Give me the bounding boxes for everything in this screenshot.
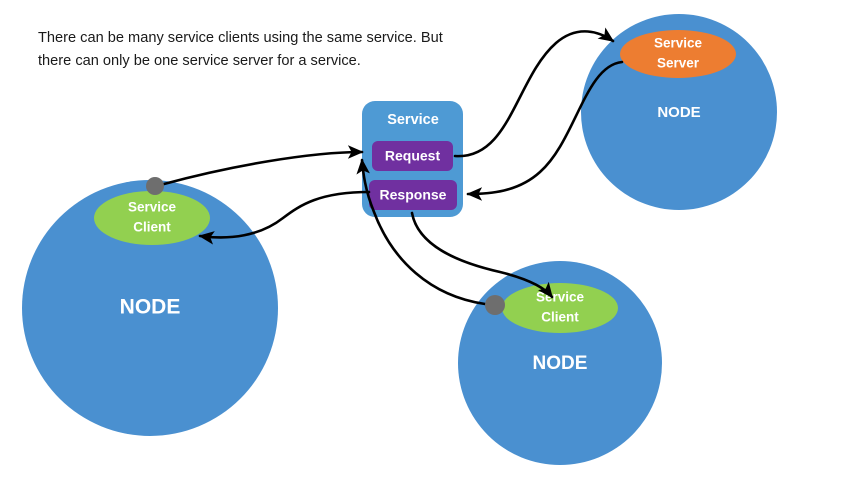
request-box[interactable]: Request xyxy=(372,141,453,171)
arrow-left-client-to-request xyxy=(162,145,364,186)
connector-dot-left-client[interactable] xyxy=(146,177,164,195)
node-client-left[interactable]: NODE Service Client xyxy=(22,180,278,436)
service-box[interactable]: Service Request Response xyxy=(362,101,463,217)
request-box-background xyxy=(372,141,453,171)
node-label: NODE xyxy=(657,104,700,121)
arrow-server-to-response xyxy=(466,60,624,201)
service-client-label-line2: Client xyxy=(133,220,171,235)
response-box-background xyxy=(369,180,457,210)
node-client-bottom[interactable]: NODE Service Client xyxy=(458,261,662,465)
request-label: Request xyxy=(385,148,441,164)
service-client-ellipse[interactable]: Service Client xyxy=(94,191,210,245)
response-box[interactable]: Response xyxy=(369,180,457,210)
connection-arrows xyxy=(162,27,624,306)
caption-text: There can be many service clients using … xyxy=(38,30,443,69)
service-client-label-line2: Client xyxy=(541,310,579,325)
connector-dot-bottom-client[interactable] xyxy=(485,295,505,315)
node-label: NODE xyxy=(120,296,181,319)
node-label: NODE xyxy=(533,353,588,374)
service-client-shape xyxy=(502,283,618,333)
service-server-label-line1: Service xyxy=(654,36,703,51)
arrow-response-to-bottom-client xyxy=(410,211,554,299)
service-client-shape xyxy=(94,191,210,245)
service-server-shape xyxy=(620,30,736,78)
service-client-label-line1: Service xyxy=(536,290,585,305)
service-server-ellipse[interactable]: Service Server xyxy=(620,30,736,78)
arrow-bottom-client-to-request xyxy=(356,158,487,306)
service-title: Service xyxy=(387,112,439,128)
arrow-response-to-left-client xyxy=(198,190,371,245)
service-client-label-line1: Service xyxy=(128,200,177,215)
response-label: Response xyxy=(380,187,447,203)
service-server-label-line2: Server xyxy=(657,56,700,71)
arrow-request-to-server xyxy=(453,27,615,158)
node-server[interactable]: NODE Service Server xyxy=(581,14,777,210)
service-client-ellipse[interactable]: Service Client xyxy=(502,283,618,333)
